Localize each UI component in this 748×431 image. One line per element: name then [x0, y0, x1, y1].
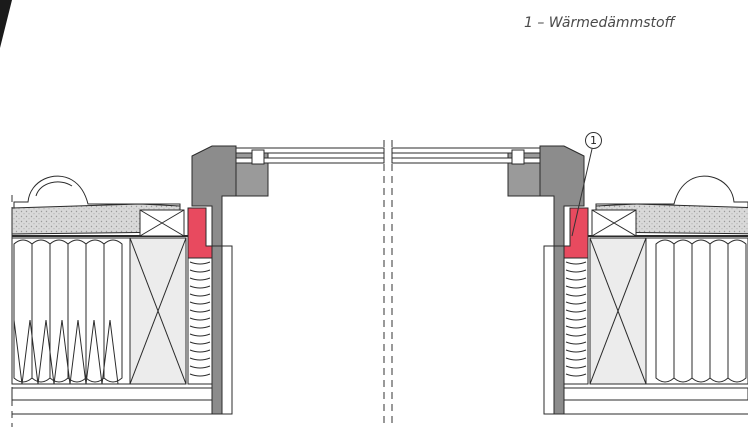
thermal-insulation-left	[187, 207, 215, 259]
callout-marker-1: 1	[585, 132, 602, 149]
corner-mark	[0, 0, 12, 48]
legend-item-1: 1 – Wärmedämmstoff	[524, 15, 675, 31]
left-roof-assembly	[11, 145, 385, 415]
roof-tile-left	[13, 175, 181, 211]
right-roof-assembly	[391, 145, 748, 415]
callout-leader-1	[571, 148, 593, 237]
frame-profile-left	[191, 145, 237, 247]
